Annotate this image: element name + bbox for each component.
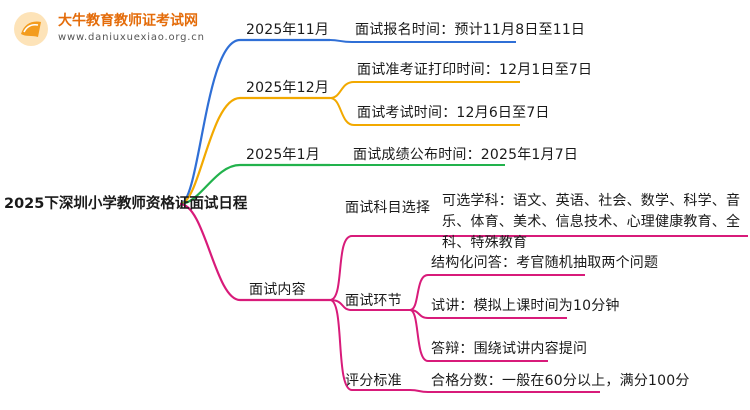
- dec-item-exam-time: 面试考试时间：12月6日至7日: [357, 105, 550, 121]
- link-score-item: [409, 389, 600, 393]
- logo-url: www.daniuxuexiao.org.cn: [58, 32, 205, 43]
- branch-jan-label: 2025年1月: [246, 147, 320, 163]
- nov-item-registration: 面试报名时间：预计11月8日至11日: [355, 22, 586, 38]
- branch-content-label: 面试内容: [249, 282, 306, 298]
- link-root-jan: [179, 163, 330, 206]
- logo-title: 大牛教育教师证考试网: [58, 13, 198, 29]
- branch-dec-label: 2025年12月: [246, 80, 330, 96]
- link-stage-item-0: [409, 274, 585, 311]
- link-stage-item-2: [409, 309, 548, 362]
- scoring-standard-label: 评分标准: [345, 373, 402, 389]
- book-icon: [14, 12, 48, 46]
- link-content-stage: [329, 299, 410, 311]
- subject-selection-label: 面试科目选择: [345, 200, 431, 216]
- link-root-nov: [179, 38, 330, 206]
- stage-item-defense: 答辩：围绕试讲内容提问: [431, 341, 588, 357]
- stage-item-structured-qa: 结构化问答：考官随机抽取两个问题: [431, 255, 659, 271]
- interview-stage-label: 面试环节: [345, 293, 402, 309]
- link-root-dec: [179, 96, 330, 206]
- subject-selection-item: 可选学科：语文、英语、社会、数学、科学、音乐、体育、美术、信息技术、心理健康教育…: [442, 193, 741, 251]
- root-node: 2025下深圳小学教师资格证面试日程: [4, 196, 248, 212]
- link-nov-item-0: [329, 39, 516, 43]
- scoring-item-pass-score: 合格分数：一般在60分以上，满分100分: [431, 373, 690, 389]
- stage-item-trial-lecture: 试讲：模拟上课时间为10分钟: [431, 298, 620, 314]
- dec-item-admission-ticket: 面试准考证打印时间：12月1日至7日: [357, 62, 593, 78]
- link-dec-item-1: [329, 97, 520, 126]
- link-root-content: [179, 202, 330, 302]
- link-dec-item-0: [329, 81, 520, 99]
- branch-nov-label: 2025年11月: [246, 22, 330, 38]
- link-content-score: [329, 299, 410, 391]
- jan-item-results: 面试成绩公布时间：2025年1月7日: [353, 147, 579, 163]
- link-content-subject: [329, 235, 420, 301]
- site-logo: 大牛教育教师证考试网 www.daniuxuexiao.org.cn: [12, 10, 242, 50]
